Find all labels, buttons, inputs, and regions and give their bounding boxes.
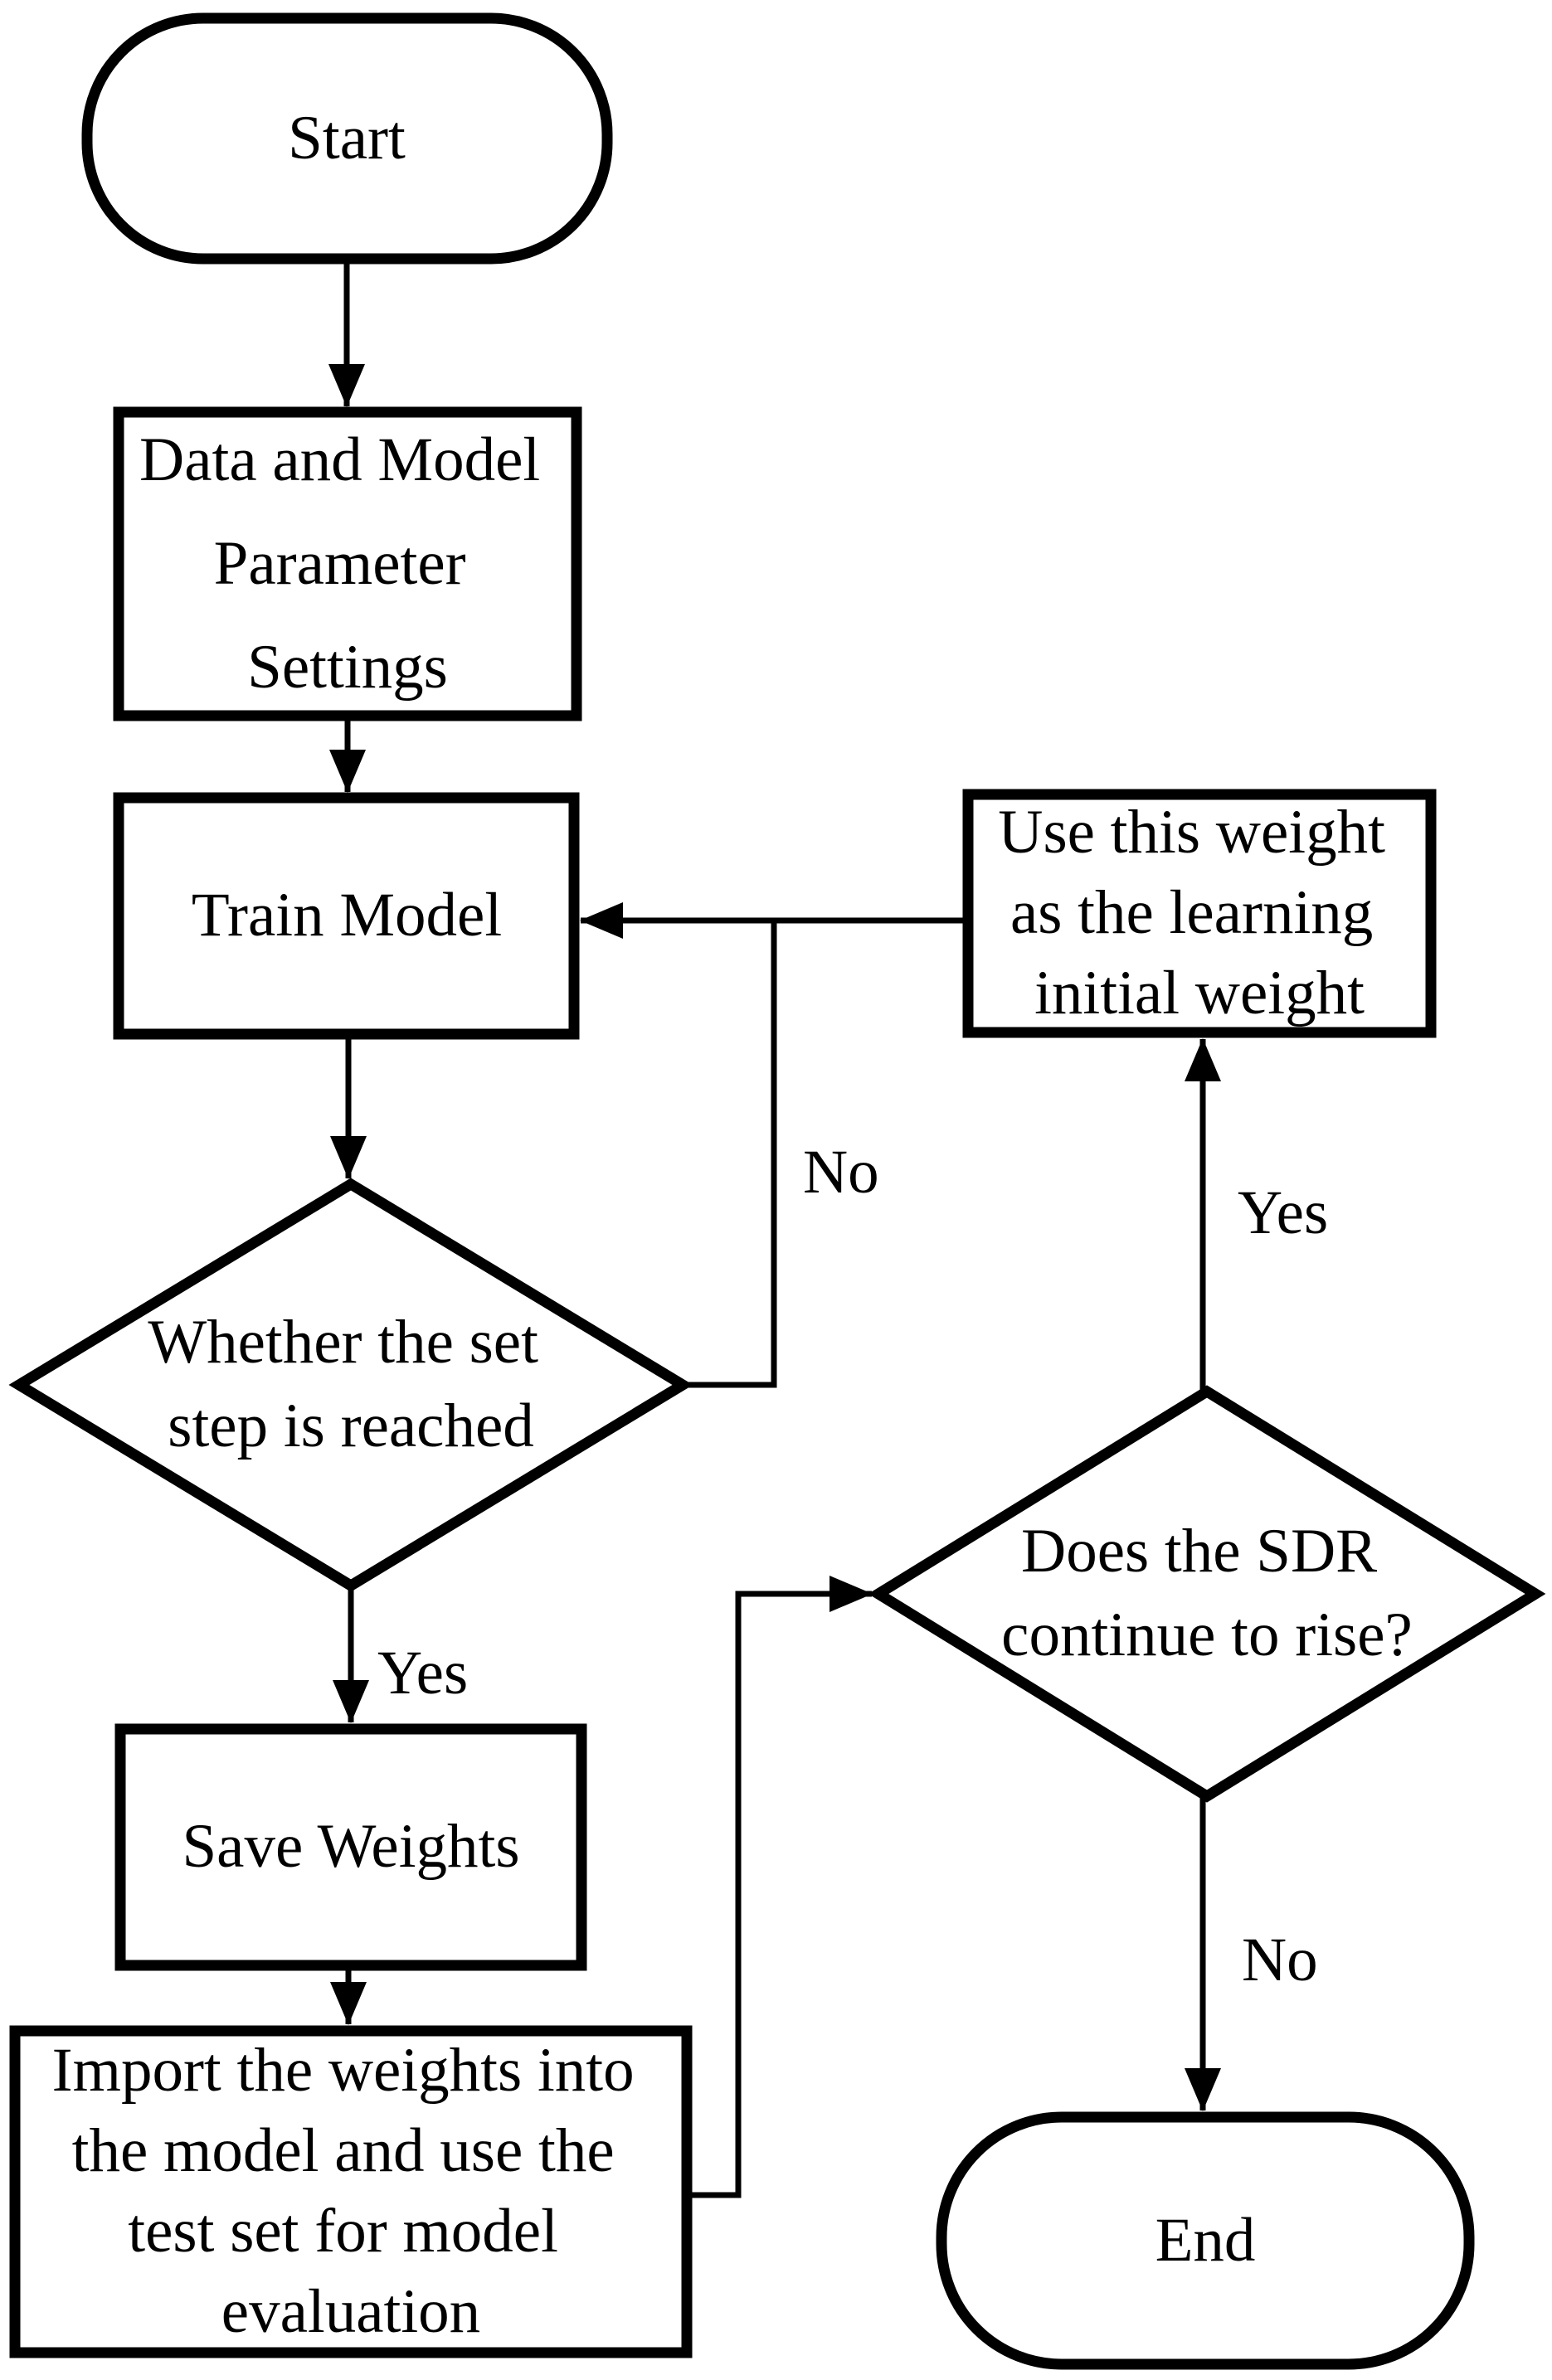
settings-label: Data and Model Parameter Settings [139, 425, 556, 702]
edge-step-no-loop [683, 920, 777, 1388]
node-save-weights: Save Weights [114, 1723, 587, 1971]
edge-import-to-sdr-decision [687, 1576, 873, 2198]
edge-label-sdr-no: No [1242, 1926, 1318, 1994]
node-train-model: Train Model [113, 792, 580, 1040]
import-process-shape [9, 2025, 693, 2358]
sdr-decision-diamond [868, 1385, 1546, 1803]
edge-label-step-yes: Yes [377, 1639, 468, 1707]
train-process-shape [113, 792, 580, 1040]
end-terminator-shape [936, 2111, 1475, 2370]
step-decision-diamond [8, 1178, 693, 1592]
start-label: Start [288, 104, 406, 172]
edge-label-sdr-yes: Yes [1238, 1178, 1328, 1247]
node-use-weight: Use this weight as the learning initial … [962, 789, 1437, 1038]
node-step-reached-decision: Whether the set step is reached [8, 1178, 693, 1592]
settings-process-shape [113, 406, 582, 721]
node-sdr-rise-decision: Does the SDR continue to rise? [868, 1385, 1546, 1803]
save-label: Save Weights [182, 1812, 519, 1881]
use-weight-process-shape [962, 789, 1437, 1038]
end-label: End [1155, 2206, 1256, 2275]
save-process-shape [114, 1723, 587, 1971]
import-label: Import the weights into the model and us… [52, 2036, 650, 2346]
use-weight-label: Use this weight as the learning initial … [998, 798, 1400, 1027]
node-end: End [936, 2111, 1475, 2370]
node-import-evaluation: Import the weights into the model and us… [9, 2025, 693, 2358]
step-decision-label: Whether the set step is reached [148, 1308, 553, 1460]
sdr-decision-label: Does the SDR continue to rise? [1001, 1517, 1413, 1669]
node-data-model-parameter-settings: Data and Model Parameter Settings [113, 406, 582, 721]
train-label: Train Model [192, 881, 502, 950]
edge-label-step-no: No [803, 1138, 879, 1207]
node-start: Start [81, 12, 613, 265]
